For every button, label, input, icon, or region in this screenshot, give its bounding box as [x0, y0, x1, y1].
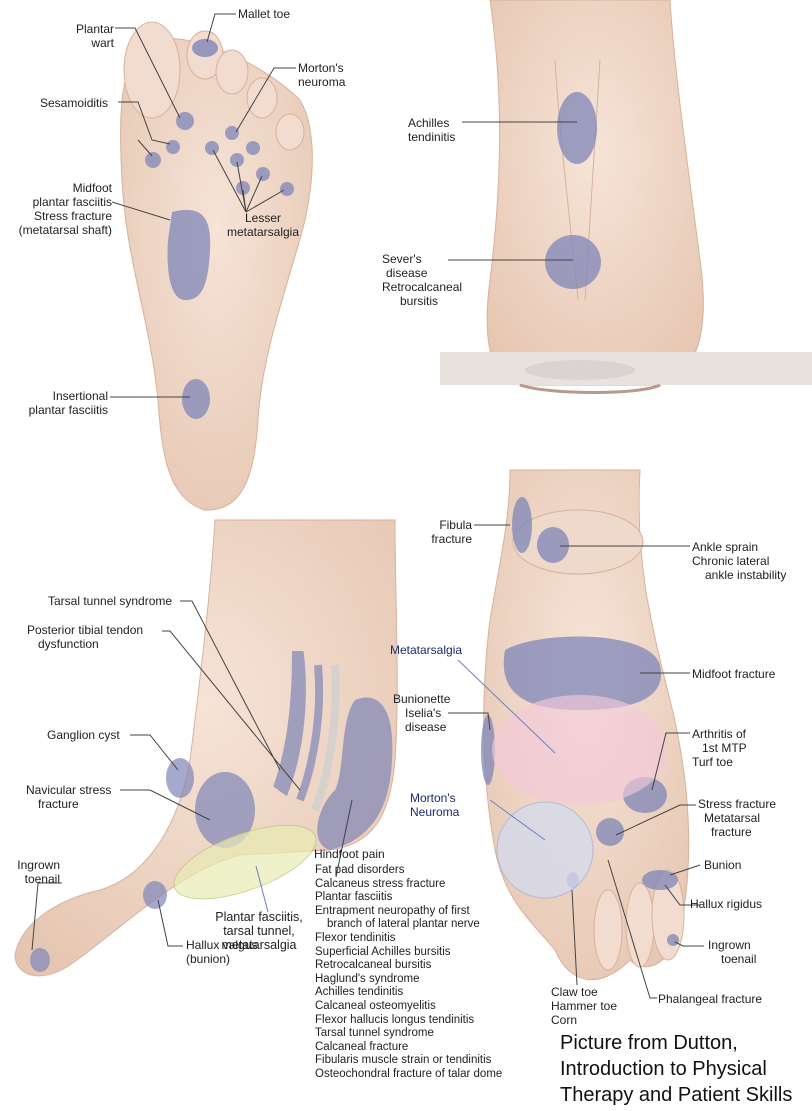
label-ankle-sprain: Ankle sprain Chronic lateral ankle insta… [692, 540, 786, 582]
label-navicular-stress: Navicular stress fracture [26, 783, 111, 811]
label-tarsal-tunnel-syndrome: Tarsal tunnel syndrome [48, 594, 172, 608]
list-item: Haglund's syndrome [315, 973, 502, 987]
label-posterior-tibial: Posterior tibial tendon dysfunction [27, 623, 143, 651]
label-mallet-toe: Mallet toe [238, 7, 290, 21]
list-item: branch of lateral plantar nerve [315, 918, 502, 932]
list-item: Fat pad disorders [315, 864, 502, 878]
list-item: Retrocalcaneal bursitis [315, 959, 502, 973]
plantar-view [120, 22, 312, 510]
list-item: Achilles tendinitis [315, 986, 502, 1000]
label-hallux-valgus: Hallux valgus(bunion) [186, 938, 257, 966]
label-claw-toe: Claw toe Hammer toe Corn [551, 985, 617, 1027]
hindfoot-pain-list: Fat pad disorders Calcaneus stress fract… [315, 864, 502, 1082]
list-item: Calcaneal fracture [315, 1041, 502, 1055]
label-sesamoiditis: Sesamoiditis [40, 96, 108, 110]
label-midfoot-fracture: Midfoot fracture [692, 667, 775, 681]
label-severs-disease: Sever's disease Retrocalcaneal bursitis [382, 252, 462, 308]
label-bunionette: Bunionette Iselia's disease [393, 692, 450, 734]
label-phalangeal-fracture: Phalangeal fracture [658, 992, 762, 1006]
list-item: Fibularis muscle strain or tendinitis [315, 1054, 502, 1068]
label-ingrown-toenail-right: Ingrown toenail [708, 938, 756, 966]
label-stress-fracture-shaft: Stress fracture(metatarsal shaft) [0, 209, 112, 237]
list-item: Tarsal tunnel syndrome [315, 1027, 502, 1041]
label-bunion: Bunion [704, 858, 741, 872]
label-hallux-rigidus: Hallux rigidus [690, 897, 762, 911]
image-credit: Picture from Dutton, Introduction to Phy… [560, 1030, 792, 1108]
label-arthritis-1st-mtp: Arthritis of 1st MTP Turf toe [692, 727, 747, 769]
list-item: Flexor tendinitis [315, 932, 502, 946]
list-item: Entrapment neuropathy of first [315, 905, 502, 919]
list-item: Plantar fasciitis [315, 891, 502, 905]
label-metatarsalgia-front: Metatarsalgia [390, 643, 462, 657]
list-item: Superficial Achilles bursitis [315, 946, 502, 960]
label-hindfoot-pain: Hindfoot pain [314, 847, 385, 861]
label-ganglion-cyst: Ganglion cyst [47, 728, 120, 742]
posterior-view [440, 0, 812, 393]
list-item: Osteochondral fracture of talar dome [315, 1068, 502, 1082]
label-stress-fracture-metatarsal: Stress fracture Metatarsal fracture [698, 797, 776, 839]
list-item: Flexor hallucis longus tendinitis [315, 1014, 502, 1028]
list-item: Calcaneus stress fracture [315, 878, 502, 892]
list-item: Calcaneal osteomyelitis [315, 1000, 502, 1014]
